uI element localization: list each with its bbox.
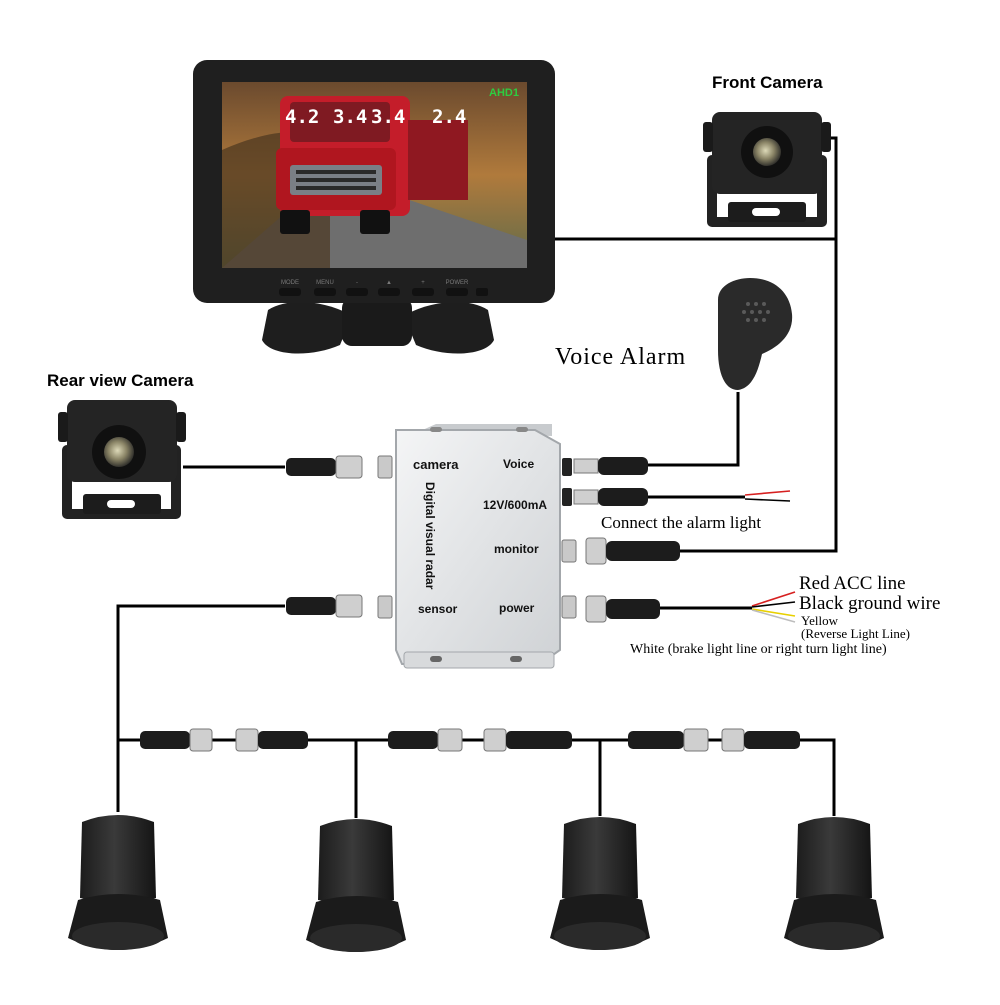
- control-box-side-text: Digital visual radar: [423, 482, 437, 590]
- bus-connector-6: [721, 728, 800, 752]
- bus-connector-5: [628, 728, 709, 752]
- front-camera-label: Front Camera: [712, 73, 823, 92]
- bus-connector-1: [140, 728, 213, 752]
- alarm-light-label: Connect the alarm light: [601, 513, 762, 532]
- front-camera-lens-icon: [753, 138, 781, 166]
- monitor-distance-3: 3.4: [371, 106, 405, 128]
- sensor-connector: [286, 594, 363, 618]
- monitor: 4.2 3.4 3.4 2.4 AHD1 MODE MENU - ▲ + POW…: [193, 60, 555, 354]
- white-wire-label: White (brake light line or right turn li…: [630, 642, 887, 657]
- wires: [116, 136, 838, 818]
- box-power12-label: 12V/600mA: [483, 498, 548, 512]
- monitor-connector: [585, 537, 680, 565]
- rear-camera-lens-icon: [104, 437, 134, 467]
- box-sensor-label: sensor: [418, 602, 458, 616]
- monitor-button-menu: MENU: [316, 280, 334, 286]
- monitor-distance-4: 2.4: [432, 106, 466, 128]
- voice-alarm-speaker-icon: [718, 278, 793, 390]
- monitor-distance-1: 4.2: [285, 106, 319, 128]
- front-camera-monitor-port-wire: [680, 239, 838, 553]
- alarm-light-connector: [573, 488, 648, 506]
- rear-camera-connector: [286, 455, 363, 479]
- monitor-button-minus: -: [356, 280, 358, 286]
- rear-camera: [58, 400, 186, 519]
- bus-connector-3: [388, 728, 463, 752]
- parking-sensor-4: [784, 817, 884, 950]
- box-monitor-label: monitor: [494, 542, 539, 556]
- sensor-bus-wire: [116, 604, 285, 812]
- monitor-channel-label: AHD1: [489, 87, 519, 99]
- voice-alarm-wire: [648, 392, 740, 467]
- power-connector: [585, 595, 660, 623]
- control-box: Digital visual radar: [377, 424, 577, 669]
- connectors: [140, 455, 800, 752]
- parking-sensor-2: [306, 819, 406, 952]
- bus-connector-4: [483, 728, 572, 752]
- box-voice-label: Voice: [503, 457, 535, 471]
- red-wire-label: Red ACC line: [799, 573, 906, 594]
- front-camera: [703, 112, 831, 227]
- bus-connector-2: [235, 728, 308, 752]
- box-power-label: power: [499, 601, 535, 615]
- monitor-distance-2: 3.4: [333, 106, 367, 128]
- voice-connector: [573, 457, 648, 475]
- black-wire-label: Black ground wire: [799, 593, 941, 614]
- voice-alarm-label: Voice Alarm: [555, 344, 687, 370]
- monitor-buttons: [279, 288, 488, 296]
- truck-image: [276, 96, 468, 234]
- parking-sensor-3: [550, 817, 650, 950]
- monitor-button-power: POWER: [446, 280, 469, 286]
- box-camera-label: camera: [413, 457, 459, 472]
- harness-leads: [744, 490, 796, 623]
- monitor-button-mode: MODE: [281, 280, 299, 286]
- parking-sensors: [68, 815, 884, 952]
- monitor-front-camera-wire: [555, 136, 838, 241]
- parking-sensor-1: [68, 815, 168, 950]
- rear-camera-label: Rear view Camera: [47, 371, 194, 390]
- yellow-wire-sublabel: (Reverse Light Line): [801, 626, 911, 641]
- yellow-wire-label: Yellow: [801, 613, 838, 628]
- monitor-button-plus: +: [421, 280, 425, 286]
- monitor-button-up: ▲: [386, 280, 392, 286]
